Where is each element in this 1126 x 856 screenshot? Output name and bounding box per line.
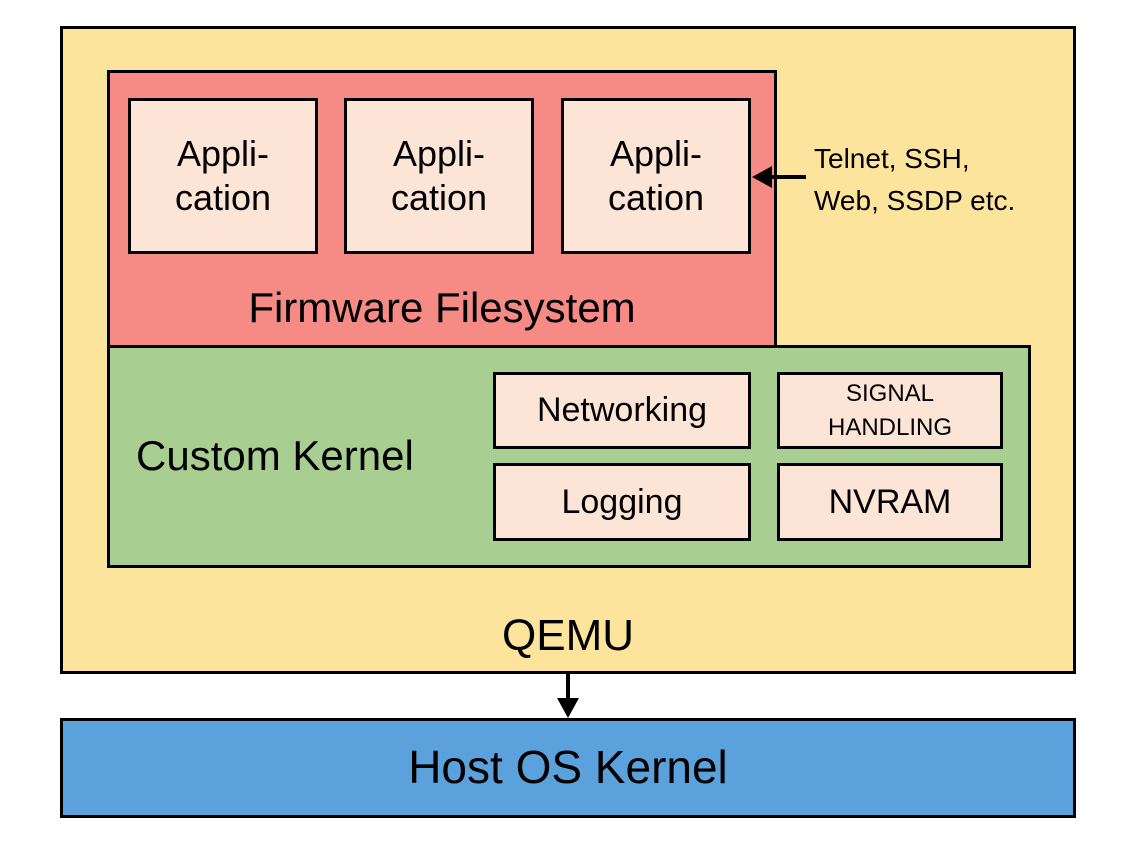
host-os-kernel-label: Host OS Kernel [408, 741, 728, 793]
application-box-2: Appli- cation [344, 98, 534, 254]
protocols-label: Telnet, SSH, Web, SSDP etc. [814, 143, 1016, 216]
logging-box: Logging [493, 463, 751, 541]
application-box-1: Appli- cation [128, 98, 318, 254]
application-box-3: Appli- cation [561, 98, 751, 254]
qemu-to-host-arrow [557, 674, 579, 718]
signal-handling-box: SIGNAL HANDLING [777, 372, 1003, 449]
qemu-label: QEMU [502, 611, 634, 660]
networking-box: Networking [493, 372, 751, 449]
host-os-kernel-box [60, 718, 1076, 818]
nvram-box: NVRAM [777, 463, 1003, 541]
firmware-filesystem-label: Firmware Filesystem [248, 284, 636, 331]
custom-kernel-label: Custom Kernel [136, 432, 414, 479]
